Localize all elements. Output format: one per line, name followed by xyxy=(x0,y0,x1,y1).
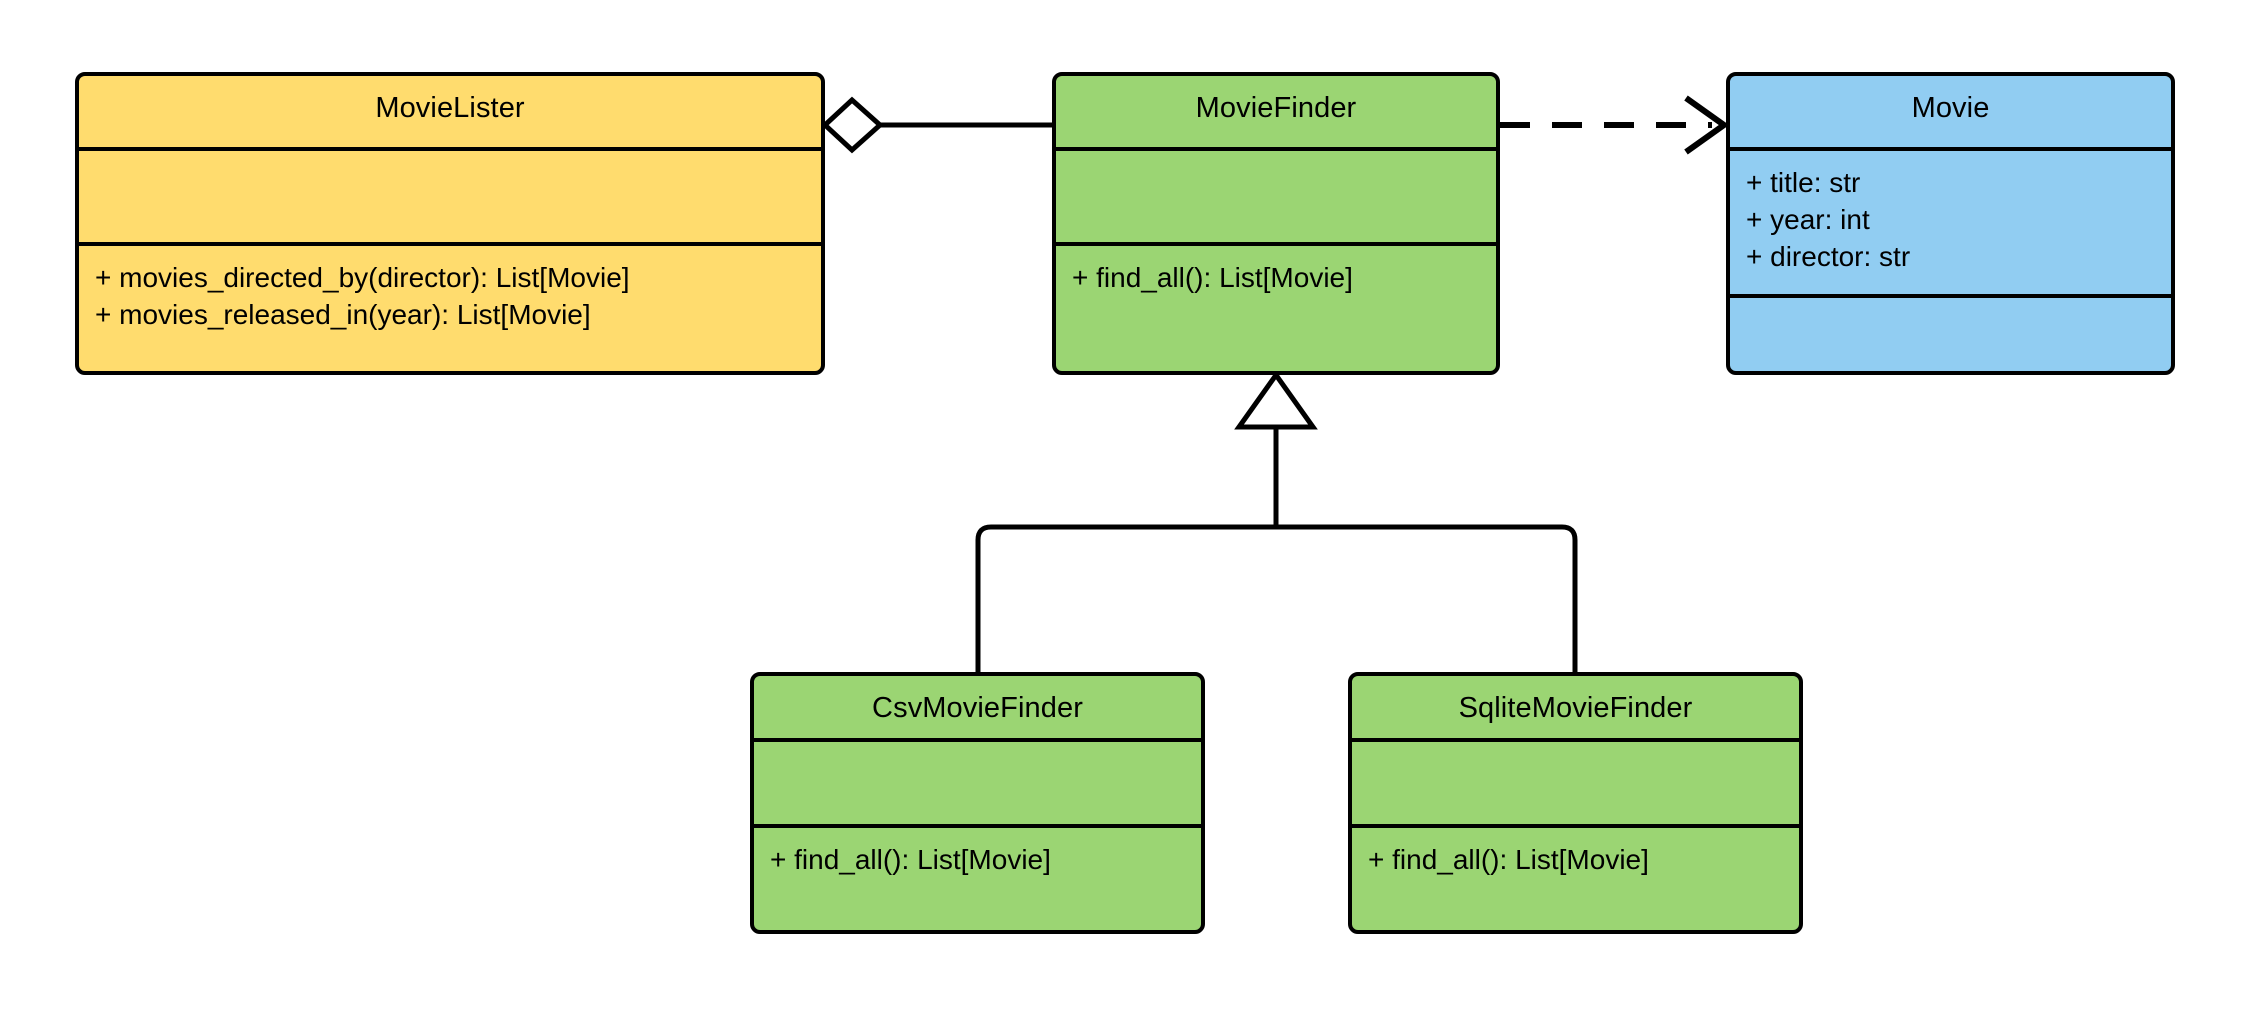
class-name-compartment: MovieLister xyxy=(79,76,821,147)
relationship-aggregation-lister-finder[interactable] xyxy=(821,96,1052,154)
class-attributes-compartment xyxy=(79,147,821,242)
class-methods-compartment xyxy=(1730,294,2171,371)
hollow-diamond-icon xyxy=(821,96,884,154)
class-name-label: CsvMovieFinder xyxy=(872,692,1083,724)
class-box-csv-movie-finder[interactable]: CsvMovieFinder + find_all(): List[Movie] xyxy=(750,672,1205,934)
class-name-compartment: MovieFinder xyxy=(1056,76,1496,147)
method-item: + find_all(): List[Movie] xyxy=(770,844,1051,875)
class-name-compartment: CsvMovieFinder xyxy=(754,676,1201,738)
class-methods-compartment: + find_all(): List[Movie] xyxy=(754,824,1201,930)
attribute-list: + title: str + year: int + director: str xyxy=(1730,151,2171,276)
class-attributes-compartment xyxy=(754,738,1201,824)
class-box-movie[interactable]: Movie + title: str + year: int + directo… xyxy=(1726,72,2175,375)
class-attributes-compartment xyxy=(1056,147,1496,242)
class-name-label: MovieLister xyxy=(375,92,525,124)
class-methods-compartment: + find_all(): List[Movie] xyxy=(1352,824,1799,930)
method-item: + movies_directed_by(director): List[Mov… xyxy=(95,262,630,293)
method-list: + find_all(): List[Movie] xyxy=(1056,246,1496,297)
inheritance-branch-sqlite xyxy=(1276,524,1578,672)
attribute-item: + director: str xyxy=(1746,240,1911,272)
method-list: + movies_directed_by(director): List[Mov… xyxy=(79,246,821,334)
class-box-movie-finder[interactable]: MovieFinder + find_all(): List[Movie] xyxy=(1052,72,1500,375)
class-name-compartment: SqliteMovieFinder xyxy=(1352,676,1799,738)
class-attributes-compartment: + title: str + year: int + director: str xyxy=(1730,147,2171,294)
method-list: + find_all(): List[Movie] xyxy=(754,828,1201,879)
class-methods-compartment: + find_all(): List[Movie] xyxy=(1056,242,1496,371)
hollow-triangle-icon xyxy=(1234,370,1318,430)
method-item: + find_all(): List[Movie] xyxy=(1368,844,1649,875)
method-item: + find_all(): List[Movie] xyxy=(1072,262,1353,293)
inheritance-branch-csv xyxy=(975,524,1276,672)
class-attributes-compartment xyxy=(1352,738,1799,824)
relationship-inheritance-group[interactable] xyxy=(975,370,1578,672)
class-name-label: Movie xyxy=(1911,92,1990,124)
method-list: + find_all(): List[Movie] xyxy=(1352,828,1799,879)
relationship-dependency-finder-movie[interactable] xyxy=(1500,95,1730,155)
class-name-label: MovieFinder xyxy=(1195,92,1357,124)
class-box-movie-lister[interactable]: MovieLister + movies_directed_by(directo… xyxy=(75,72,825,375)
attribute-item: + title: str xyxy=(1746,167,1861,198)
class-box-sqlite-movie-finder[interactable]: SqliteMovieFinder + find_all(): List[Mov… xyxy=(1348,672,1803,934)
class-methods-compartment: + movies_directed_by(director): List[Mov… xyxy=(79,242,821,371)
class-name-label: SqliteMovieFinder xyxy=(1458,692,1693,724)
open-arrow-icon xyxy=(1684,95,1730,155)
method-item: + movies_released_in(year): List[Movie] xyxy=(95,298,591,330)
attribute-item: + year: int xyxy=(1746,203,1870,235)
class-name-compartment: Movie xyxy=(1730,76,2171,147)
